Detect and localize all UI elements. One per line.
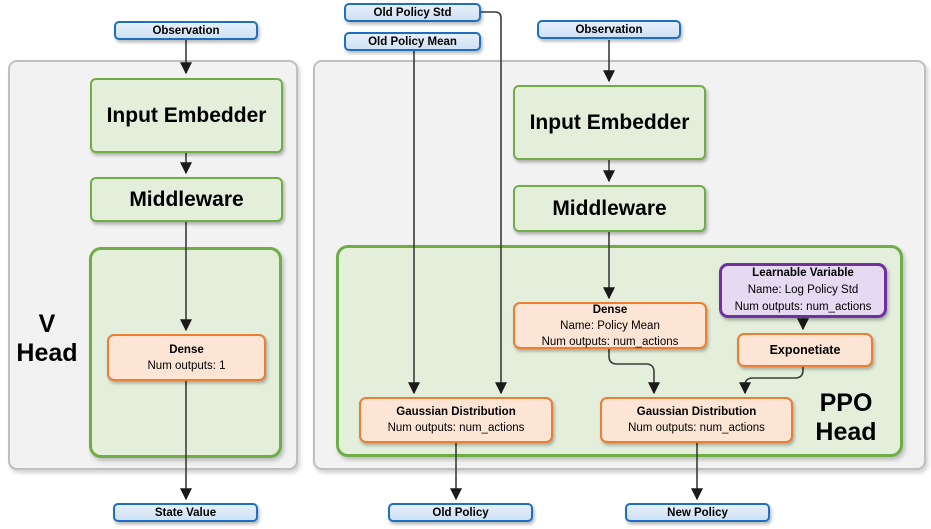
v-head-label-line2: Head [16, 339, 78, 367]
ppo-dense-outputs: Num outputs: num_actions [541, 335, 679, 348]
old-policy-mean-label: Old Policy Mean [368, 35, 457, 48]
new-policy-label: New Policy [667, 506, 728, 519]
old-policy-node: Old Policy [388, 503, 533, 522]
old-policy-std-label: Old Policy Std [373, 6, 452, 19]
learnable-variable-title: Learnable Variable [752, 267, 854, 279]
gaussian-distribution-old-node: Gaussian Distribution Num outputs: num_a… [359, 397, 553, 443]
gaussian-new-outputs: Num outputs: num_actions [628, 422, 765, 434]
vhead-middleware-label: Middleware [129, 187, 244, 211]
learnable-variable-name: Name: Log Policy Std [747, 284, 859, 296]
ppo-input-embedder-node: Input Embedder [513, 85, 706, 160]
learnable-variable-node: Learnable Variable Name: Log Policy Std … [719, 263, 887, 318]
ppo-dense-title: Dense [592, 303, 628, 316]
ppo-middleware-node: Middleware [513, 185, 706, 232]
ppo-observation-label: Observation [575, 23, 643, 36]
exponetiate-label: Exponetiate [769, 343, 841, 357]
vhead-middleware-node: Middleware [90, 177, 283, 222]
ppo-head-label-line2: Head [815, 418, 877, 446]
ppo-middleware-label: Middleware [552, 196, 667, 220]
gaussian-old-outputs: Num outputs: num_actions [387, 422, 525, 434]
ppo-head-label-line1: PPO [819, 389, 873, 417]
ppo-dense-node: Dense Name: Policy Mean Num outputs: num… [513, 302, 707, 349]
ppo-input-embedder-label: Input Embedder [529, 110, 690, 134]
exponetiate-node: Exponetiate [737, 333, 873, 367]
old-policy-mean-node: Old Policy Mean [344, 32, 481, 51]
ppo-head-label: PPO Head [800, 389, 892, 447]
vhead-dense-title: Dense [169, 343, 204, 356]
vhead-observation-label: Observation [152, 24, 220, 37]
state-value-node: State Value [113, 503, 258, 522]
vhead-observation-node: Observation [114, 21, 258, 40]
v-head-label-line1: V [38, 310, 56, 338]
vhead-dense-node: Dense Num outputs: 1 [107, 334, 266, 381]
vhead-dense-outputs: Num outputs: 1 [147, 359, 226, 372]
gaussian-new-title: Gaussian Distribution [636, 406, 757, 418]
ppo-observation-node: Observation [537, 20, 681, 39]
learnable-variable-outputs: Num outputs: num_actions [734, 301, 872, 313]
vhead-input-embedder-label: Input Embedder [106, 103, 267, 127]
gaussian-old-title: Gaussian Distribution [396, 406, 516, 418]
ppo-dense-name: Name: Policy Mean [560, 319, 660, 332]
v-head-label: V Head [8, 310, 86, 368]
old-policy-label: Old Policy [432, 506, 489, 519]
new-policy-node: New Policy [625, 503, 770, 522]
vhead-input-embedder-node: Input Embedder [90, 78, 283, 153]
old-policy-std-node: Old Policy Std [344, 3, 481, 22]
state-value-label: State Value [154, 506, 217, 519]
gaussian-distribution-new-node: Gaussian Distribution Num outputs: num_a… [600, 397, 793, 443]
